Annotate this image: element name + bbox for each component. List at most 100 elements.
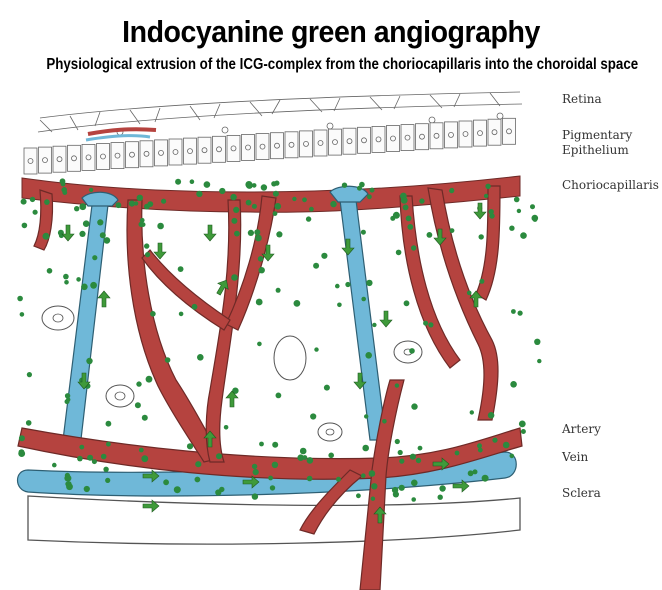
icg-dot (409, 348, 415, 354)
icg-dot (195, 477, 201, 483)
icg-dot (21, 199, 27, 205)
epithelial-cell (459, 121, 472, 147)
icg-dot (104, 237, 111, 244)
icg-dot (492, 438, 497, 443)
icg-dot (256, 299, 263, 306)
icg-dot (146, 376, 153, 383)
icg-dot (382, 419, 387, 424)
icg-dot (92, 459, 97, 464)
icg-dot (76, 277, 81, 282)
icg-dot (234, 231, 240, 237)
icg-dot (361, 230, 366, 235)
epithelial-cell (24, 148, 37, 174)
icg-dot (342, 183, 347, 188)
icg-dot (276, 231, 282, 237)
icg-dot (190, 179, 195, 184)
icg-dot (533, 217, 538, 222)
epithelial-cell (256, 134, 269, 160)
icg-dot (187, 443, 193, 449)
label-choriocapillaris: Choriocapillaris (562, 178, 659, 193)
icg-dot (64, 475, 71, 482)
flow-arrow (380, 311, 392, 327)
icg-dot (488, 412, 495, 419)
icg-dot (411, 403, 417, 409)
epithelial-cell (213, 136, 226, 162)
epithelial-cell (271, 133, 284, 159)
pigment-epithelium (24, 118, 516, 174)
icg-dot (534, 339, 540, 345)
icg-dot (18, 450, 25, 457)
icg-dot (467, 291, 472, 296)
icg-dot (47, 268, 53, 274)
retinal-vein (86, 136, 150, 140)
epithelial-cell (401, 125, 414, 151)
icg-dot (63, 274, 69, 280)
icg-dot (393, 491, 399, 497)
icg-dot (219, 188, 225, 194)
icg-dot (254, 229, 260, 235)
icg-dot (410, 454, 416, 460)
icg-dot (219, 487, 224, 492)
epithelial-cell (343, 128, 356, 154)
icg-dot (520, 232, 527, 239)
flow-arrow (98, 291, 110, 307)
icg-dot (366, 280, 372, 286)
icg-dot (439, 485, 445, 491)
icg-dot (175, 179, 181, 185)
icg-dot (418, 446, 423, 451)
label-artery: Artery (562, 422, 601, 437)
epithelial-cell (126, 142, 139, 168)
icg-dot (511, 309, 516, 314)
icg-dot (330, 201, 336, 207)
epithelial-cell (387, 126, 400, 152)
epithelial-cell (68, 145, 81, 171)
icg-dot (307, 476, 313, 482)
icg-dot (509, 226, 514, 231)
icg-dot (403, 205, 409, 211)
icg-dot (371, 497, 375, 501)
icg-dot (230, 194, 236, 200)
icg-dot (105, 478, 110, 483)
icg-dot (52, 463, 57, 468)
epithelial-cell (242, 135, 255, 161)
page-subtitle: Physiological extrusion of the ICG-compl… (46, 56, 615, 74)
icg-dot (395, 439, 400, 444)
stromal-cell (394, 341, 422, 363)
icg-dot (510, 381, 517, 388)
icg-dot (195, 461, 201, 467)
icg-dot (361, 297, 366, 302)
icg-dot (292, 197, 296, 201)
icg-dot (144, 243, 149, 248)
icg-dot (30, 197, 35, 202)
icg-dot (106, 442, 111, 447)
icg-dot (530, 204, 535, 209)
icg-dot (482, 475, 489, 482)
icg-dot (163, 479, 169, 485)
icg-dot (411, 245, 416, 250)
icg-dot (161, 199, 166, 204)
epithelial-cell (445, 122, 458, 148)
icg-dot (307, 457, 314, 464)
icg-dot (356, 493, 361, 498)
icg-dot (27, 372, 32, 377)
icg-dot (401, 197, 408, 204)
icg-dot (419, 198, 424, 203)
icg-dot (449, 188, 454, 193)
icg-dot (33, 210, 38, 215)
epithelial-cell (358, 127, 371, 153)
icg-dot (44, 199, 50, 205)
vein-top-right-cap (330, 186, 368, 202)
icg-dot (77, 456, 83, 462)
icg-dot (309, 207, 314, 212)
icg-dot (134, 201, 138, 205)
icg-dot (142, 415, 148, 421)
icg-dot (79, 445, 84, 450)
epithelial-cell (503, 118, 516, 144)
icg-dot (399, 459, 404, 464)
icg-dot (79, 231, 85, 237)
icg-dot (477, 443, 482, 448)
icg-dot (258, 256, 264, 262)
icg-dot (411, 497, 416, 502)
flow-arrow (204, 225, 216, 241)
icg-dot (427, 232, 433, 238)
